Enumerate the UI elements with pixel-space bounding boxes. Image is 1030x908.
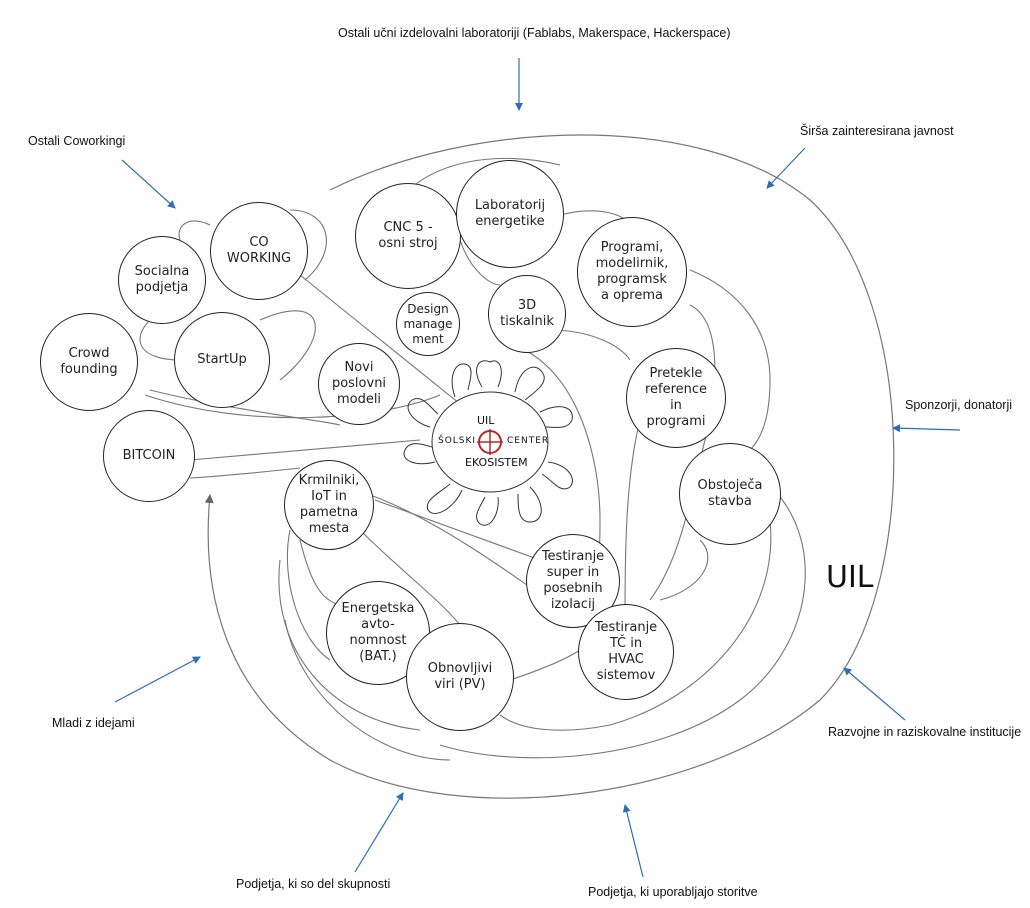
node-crowd-founding: Crowd founding bbox=[40, 313, 138, 411]
node-testiranje-tc: Testiranje TČ in HVAC sistemov bbox=[578, 604, 674, 700]
node-co-working: CO WORKING bbox=[210, 202, 308, 300]
outer-orbit bbox=[204, 134, 895, 799]
node-programi: Programi, modelirnik, programsk a oprema bbox=[577, 217, 687, 327]
label-sponzorji: Sponzorji, donatorji bbox=[905, 398, 1013, 412]
node-cnc: CNC 5 - osni stroj bbox=[355, 183, 461, 289]
node-laboratorij: Laboratorij energetike bbox=[456, 160, 564, 268]
node-3d-tiskalnik: 3D tiskalnik bbox=[488, 275, 566, 353]
label-mladi: Mladi z idejami bbox=[52, 716, 135, 730]
logo-right-text: CENTER bbox=[507, 436, 550, 446]
label-coworkingi: Ostali Coworkingi bbox=[28, 134, 126, 148]
label-uporabljajo: Podjetja, ki uporabljajo storitve bbox=[588, 885, 758, 899]
label-skupnost: Podjetja, ki so del skupnosti bbox=[236, 877, 391, 891]
node-novi-poslovni-modeli: Novi poslovni modeli bbox=[318, 343, 400, 425]
label-razvojne: Razvojne in raziskovalne institucije bbox=[828, 725, 1022, 739]
node-bitcoin: BITCOIN bbox=[103, 410, 195, 502]
node-krmilniki: Krmilniki, IoT in pametna mesta bbox=[284, 460, 374, 550]
node-obnovljivi-viri: Obnovljivi viri (PV) bbox=[406, 623, 514, 731]
logo-left-text: ŠOLSKI bbox=[438, 436, 477, 446]
node-startup: StartUp bbox=[174, 312, 270, 408]
label-javnost: Širša zainteresirana javnost bbox=[800, 124, 954, 138]
logo-bottom-text: EKOSISTEM bbox=[465, 456, 528, 469]
node-pretekle-reference: Pretekle reference in programi bbox=[626, 348, 726, 448]
ecosystem-label: UIL bbox=[826, 560, 874, 595]
node-energetska-avtonomnost: Energetska avto- nomnost (BAT.) bbox=[326, 581, 430, 685]
node-obstojeca-stavba: Obstoječa stavba bbox=[679, 443, 781, 545]
label-fablabs: Ostali učni izdelovalni laboratoriji (Fa… bbox=[338, 26, 731, 40]
node-socialna-podjetja: Socialna podjetja bbox=[118, 236, 206, 324]
logo-top-text: UIL bbox=[477, 414, 495, 427]
sun-logo-icon bbox=[403, 360, 573, 526]
node-design-management: Design manage ment bbox=[396, 292, 460, 356]
